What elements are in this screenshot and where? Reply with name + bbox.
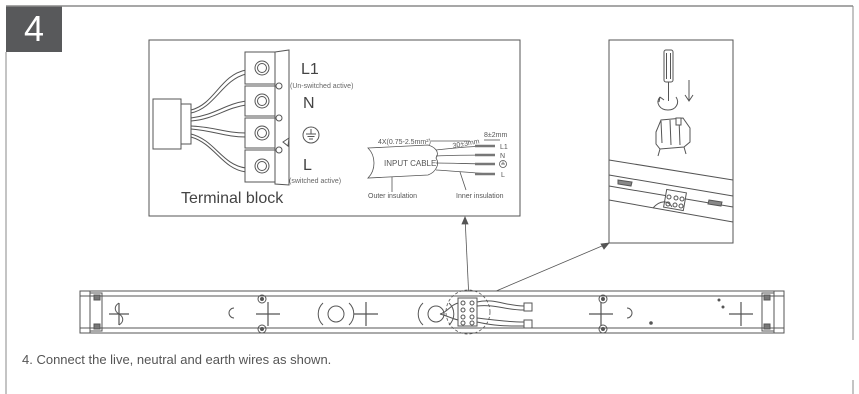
- instruction-text: 4. Connect the live, neutral and earth w…: [22, 352, 332, 367]
- arrow-down-icon: [684, 80, 694, 102]
- label-n: N: [303, 95, 315, 112]
- wire-l-label: L: [501, 172, 505, 179]
- cable-spec: 4X(0.75-2.5mm²): [378, 139, 431, 146]
- terminal-clip: [655, 117, 691, 157]
- label-l1: L1: [301, 61, 319, 78]
- earth-symbol-icon: [302, 126, 320, 144]
- strip-length-inner: 8±2mm: [484, 132, 507, 139]
- screwdriver-panel: [608, 39, 734, 244]
- step-number: 4: [23, 8, 45, 49]
- inner-insulation-label: Inner insulation: [456, 193, 504, 200]
- outer-insulation-label: Outer insulation: [368, 193, 417, 200]
- step-badge: 4: [6, 6, 62, 52]
- cable-detail: 4X(0.75-2.5mm²) 30±3mm 8±2mm INPUT CABLE…: [366, 132, 508, 200]
- wire-n-label: N: [500, 153, 505, 160]
- label-l-sub: (switched active): [289, 178, 341, 185]
- label-l: L: [303, 157, 312, 174]
- cable-name: INPUT CABLE: [384, 159, 436, 168]
- luminaire-base: [79, 289, 785, 335]
- screwdriver-icon: [663, 49, 674, 101]
- rotate-icon: [657, 96, 679, 111]
- terminal-block-panel: L1 (Un-switched active) N L (switched ac…: [148, 39, 521, 217]
- wire-earth-icon: [499, 160, 507, 168]
- label-l1-sub: (Un-switched active): [290, 83, 353, 90]
- terminal-block-caption: Terminal block: [181, 190, 284, 207]
- strip-length-outer: 30±3mm: [452, 138, 480, 150]
- wire-l1-label: L1: [500, 144, 508, 151]
